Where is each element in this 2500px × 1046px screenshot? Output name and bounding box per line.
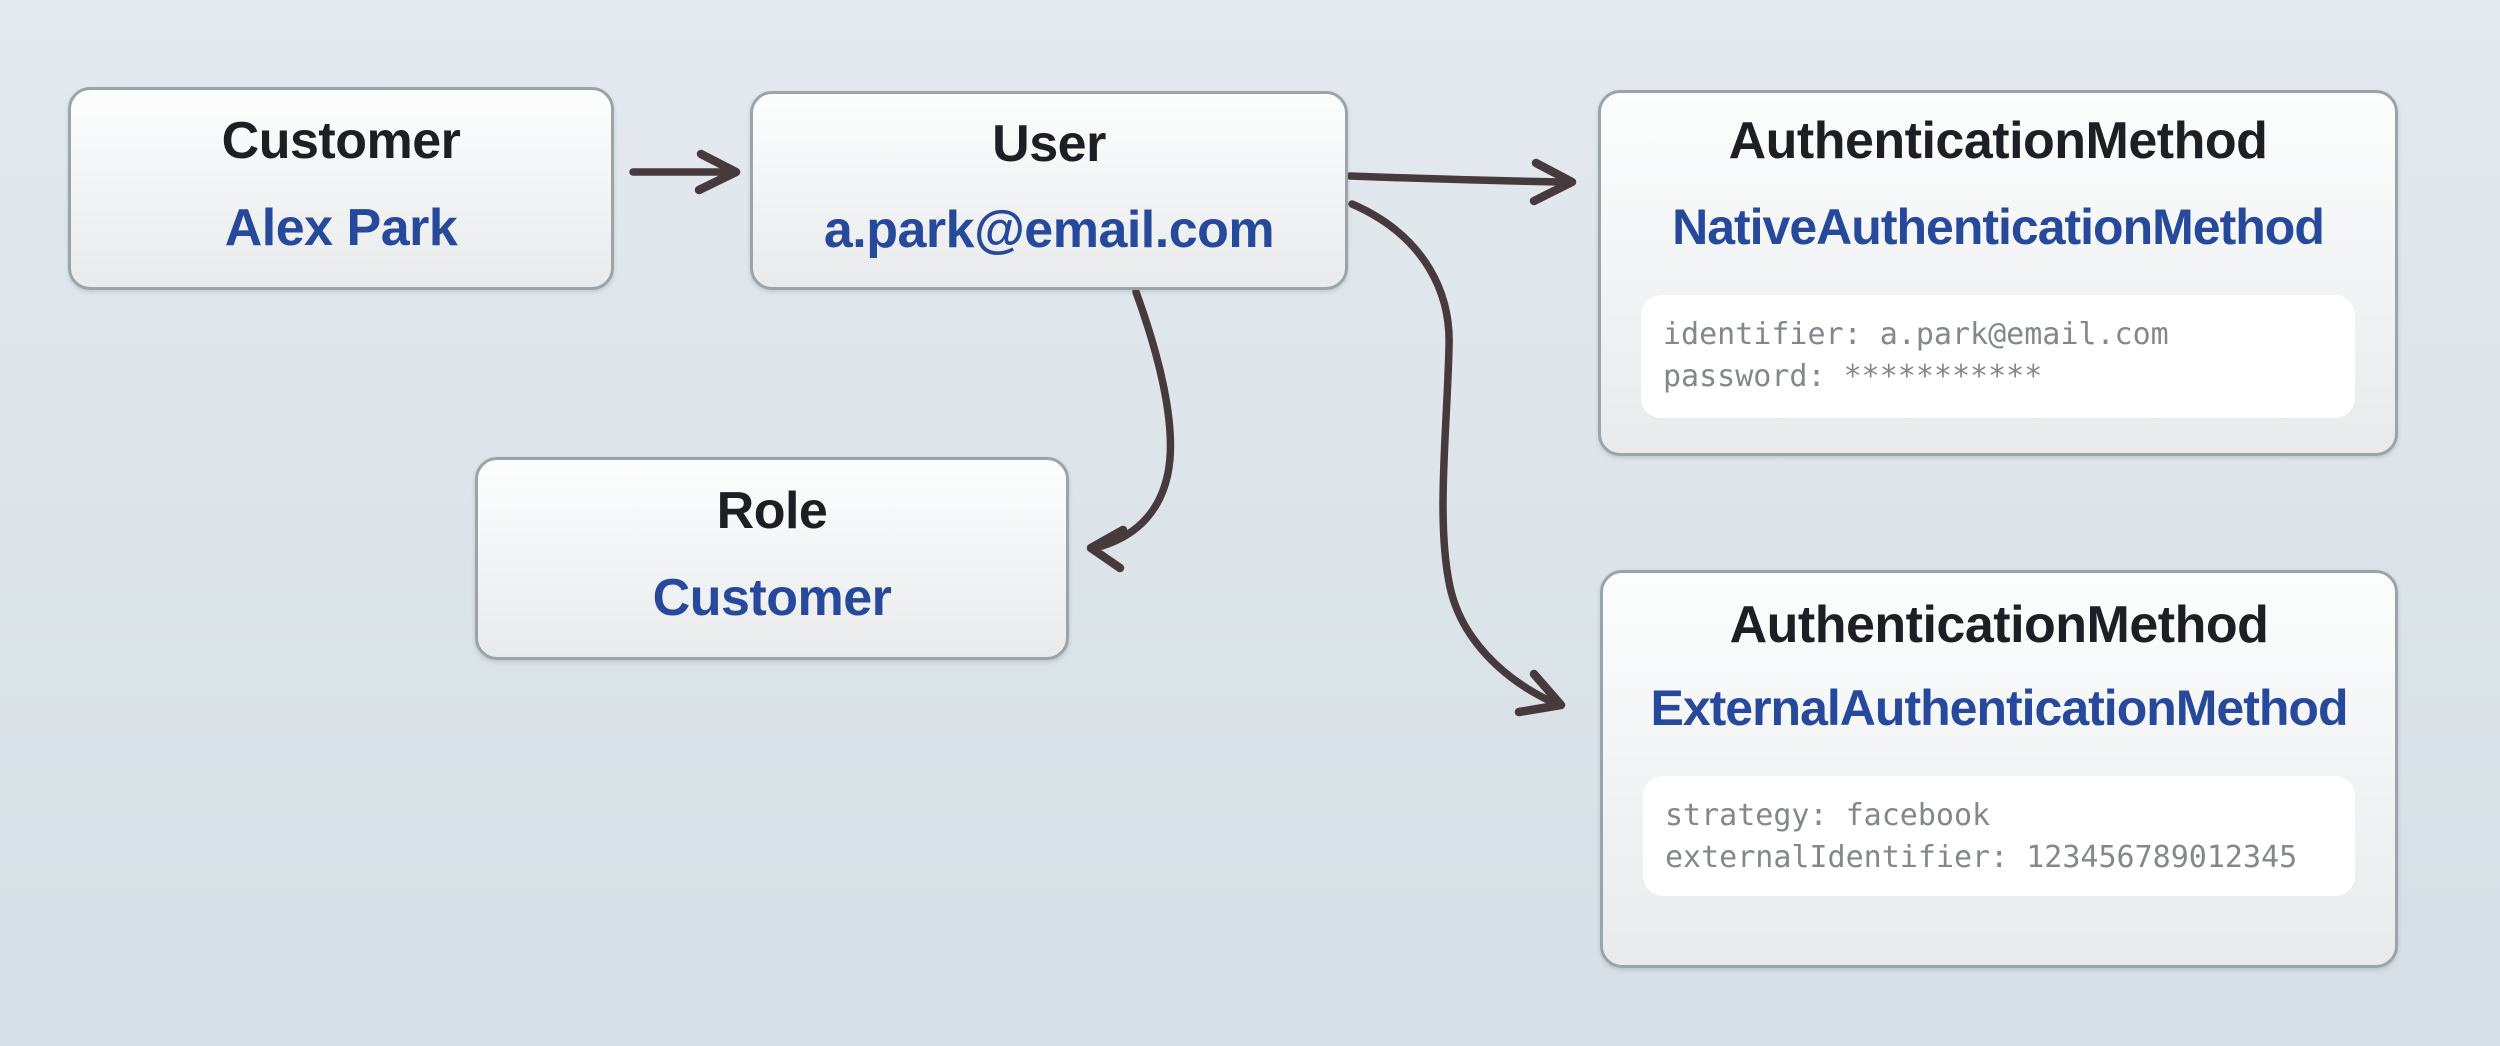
attribute-strategy: strategy: facebook [1665,798,1991,833]
attributes-panel: identifier: a.park@email.com password: *… [1641,295,2355,418]
attribute-identifier: identifier: a.park@email.com [1663,317,2169,352]
entity-box-auth-external: AuthenticationMethod ExternalAuthenticat… [1600,570,2398,968]
entity-value: NativeAuthenticationMethod [1672,199,2325,255]
edge-user-to-auth-external [1348,200,1566,717]
entity-value: Alex Park [224,199,458,257]
entity-title: Customer [221,112,461,170]
entity-value: a.park@email.com [823,201,1275,259]
entity-box-customer: Customer Alex Park [68,87,614,290]
entity-value: ExternalAuthenticationMethod [1650,680,2348,736]
edge-user-to-auth-native [1346,158,1577,206]
attributes-panel: strategy: facebook externalIdentifier: 1… [1643,776,2355,896]
entity-box-user: User a.park@email.com [750,91,1348,290]
attribute-external-identifier: externalIdentifier: 123456789012345 [1665,840,2298,875]
edge-customer-to-user [629,149,741,195]
entity-box-role: Role Customer [475,457,1069,660]
edge-user-to-role [1086,288,1175,573]
entity-title: AuthenticationMethod [1728,112,2268,170]
entity-title: Role [716,482,828,540]
attribute-password: password: *********** [1663,359,2043,394]
entity-title: User [992,115,1106,173]
entity-box-auth-native: AuthenticationMethod NativeAuthenticatio… [1598,90,2398,456]
entity-value: Customer [652,569,892,627]
entity-title: AuthenticationMethod [1729,596,2269,654]
